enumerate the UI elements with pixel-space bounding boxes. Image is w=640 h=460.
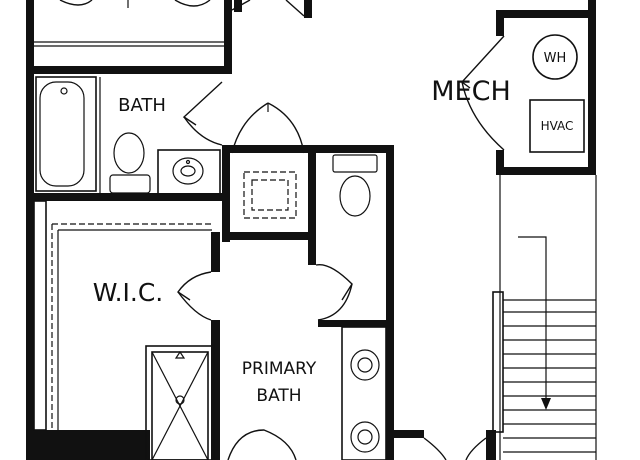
bath-label: BATH [118,95,166,116]
mech-room [460,34,585,153]
walls [26,0,596,460]
water-heater-label: WH [544,51,567,66]
linen-closet [231,102,305,219]
staircase [492,175,597,460]
hvac-label: HVAC [541,119,574,133]
shower [145,345,215,460]
bath-room [35,76,223,195]
top-left-room [34,0,305,47]
mech-label: MECH [431,76,511,107]
walk-in-closet-label: W.I.C. [93,278,164,307]
walk-in-closet [33,200,214,431]
primary-bath [227,326,387,460]
primary-bath-label-line1: PRIMARY [242,359,317,379]
stair-arrow-icon [541,398,551,410]
bottom-door [423,437,487,460]
toilet-room [315,154,378,321]
primary-bath-label-line2: BATH [256,386,301,406]
